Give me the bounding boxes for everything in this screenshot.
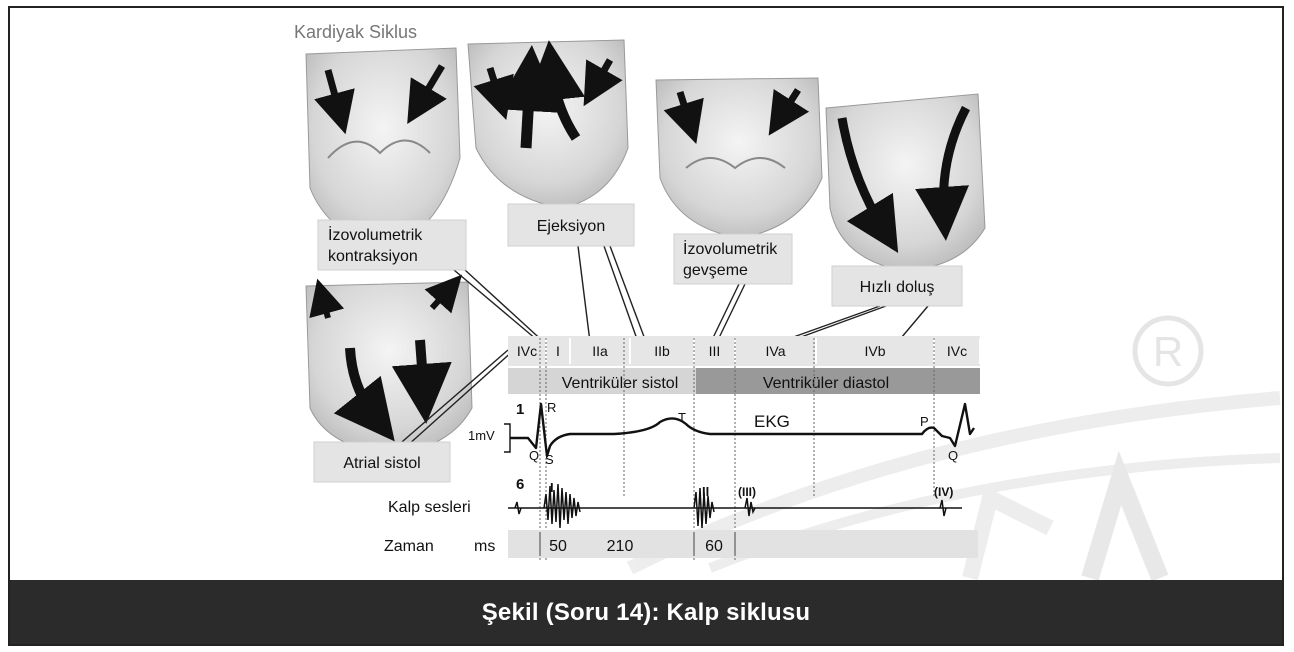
ecg-scale-bracket [504,424,510,452]
svg-text:İzovolumetrik: İzovolumetrik [683,239,778,258]
ecg-wave-s: S [545,452,554,467]
svg-text:gevşeme: gevşeme [683,262,748,279]
time-value-3: 60 [705,538,723,555]
ecg-wave-q-end: Q [948,448,958,463]
systole-label: Ventriküler sistol [562,375,679,392]
figure-frame: R Kardiyak Siklus [8,6,1284,646]
callout-ejeksiyon: Ejeksiyon [508,204,634,246]
svg-text:Hızlı doluş: Hızlı doluş [860,279,935,296]
watermark-symbol: R [1153,328,1183,375]
ecg-scale-label: 1mV [468,428,495,443]
time-value-2: 210 [607,538,634,555]
sound-mark-s1: I [550,480,554,495]
time-row: Zaman ms 50 210 60 [384,530,978,558]
cardiac-cycle-diagram: R Kardiyak Siklus [10,8,1282,580]
diastole-label: Ventriküler diastol [763,375,889,392]
phase-label: IVc [517,343,537,359]
heart-illustration-rapid-filling [826,94,985,270]
figure-title: Kardiyak Siklus [294,22,417,42]
ecg-number: 1 [516,401,524,418]
svg-text:Atrial sistol: Atrial sistol [343,455,420,472]
callout-izovolumetrik-gevseme: İzovolumetrik gevşeme [674,234,792,284]
phase-label: IVc [947,343,967,359]
phase-label: I [556,343,560,359]
phase-label: IIb [654,343,670,359]
heart-illustration-isovolumetric-relaxation [656,78,822,238]
figure-caption: Şekil (Soru 14): Kalp siklusu [10,580,1282,646]
phase-label: IVa [766,343,786,359]
ecg-trace [510,404,974,456]
phase-row: IVc I IIa IIb III IVa IVb IVc [508,336,980,366]
heart-illustration-atrial-systole [306,282,472,454]
sound-mark-s3: (III) [738,485,756,499]
callout-atrial-sistol: Atrial sistol [314,442,450,482]
ecg-wave-r: R [547,400,556,415]
period-row: Ventriküler sistol Ventriküler diastol [508,368,980,394]
callout-hizli-dolus: Hızlı doluş [832,266,962,306]
svg-text:İzovolumetrik: İzovolumetrik [328,225,423,244]
heart-sounds-number: 6 [516,476,524,493]
time-unit: ms [474,538,495,555]
ecg-wave-t: T [678,410,686,425]
phase-label: III [709,343,721,359]
heart-illustration-ejection [468,40,628,208]
ecg-trace-group: 1 1mV R Q S T P Q EKG [468,400,974,467]
callout-izovolumetrik-kontraksiyon: İzovolumetrik kontraksiyon [318,220,466,270]
ecg-label: EKG [754,412,790,431]
heart-illustration-isovolumetric-contraction [306,48,460,248]
heart-sounds-label: Kalp sesleri [388,499,471,516]
ecg-wave-q: Q [529,448,539,463]
sound-mark-s2: II [702,484,709,499]
ecg-wave-p: P [920,414,929,429]
time-value-1: 50 [549,538,567,555]
sound-mark-s4: (IV) [934,485,953,499]
svg-text:kontraksiyon: kontraksiyon [328,248,418,265]
phase-label: IVb [864,343,885,359]
time-label: Zaman [384,538,434,555]
heart-sounds-group: 6 Kalp sesleri I II (III) (IV) [388,476,962,528]
phase-label: IIa [592,343,608,359]
svg-text:Ejeksiyon: Ejeksiyon [537,218,605,235]
